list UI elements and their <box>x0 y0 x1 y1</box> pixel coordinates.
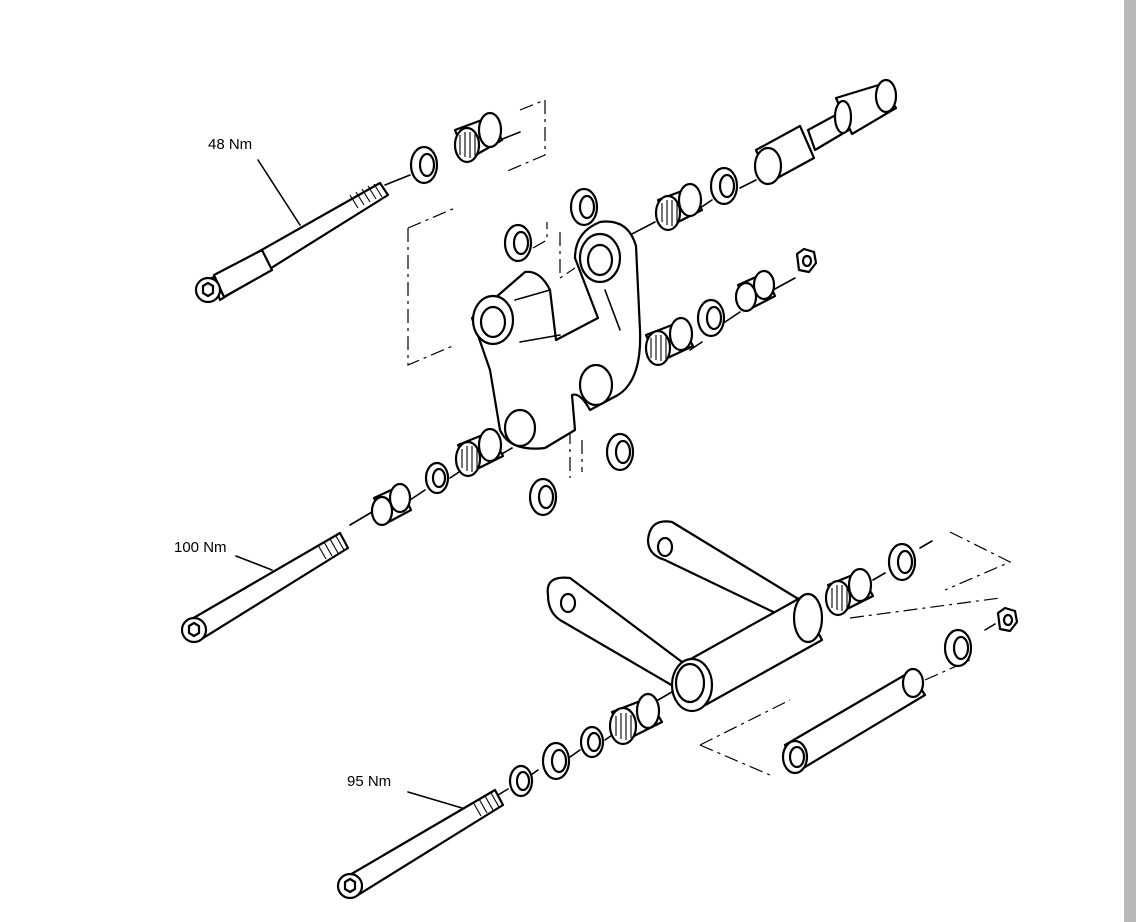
bushing-mid-right <box>734 269 777 313</box>
needle-bearing-top <box>453 111 504 164</box>
spacer-tube <box>781 667 927 775</box>
scrollbar-edge <box>1120 0 1124 922</box>
needle-bearing-left <box>454 427 505 478</box>
rocker-arm <box>470 220 642 450</box>
bolt-100nm <box>180 531 350 644</box>
bolt-48nm <box>194 181 390 304</box>
bushing-left <box>370 482 413 527</box>
needle-bearing-lower-left <box>608 692 664 746</box>
stepped-pin <box>753 78 898 186</box>
needle-bearing-upper-right <box>654 182 704 232</box>
connecting-link <box>546 520 824 713</box>
torque-label-100nm: 100 Nm <box>174 539 227 556</box>
bolt-95nm <box>336 788 505 900</box>
torque-label-95nm: 95 Nm <box>347 773 391 790</box>
torque-label-48nm: 48 Nm <box>208 136 252 153</box>
needle-bearing-lower-right <box>824 567 875 617</box>
vertical-scrollbar[interactable] <box>1124 0 1136 922</box>
needle-bearing-mid-right <box>644 316 695 367</box>
